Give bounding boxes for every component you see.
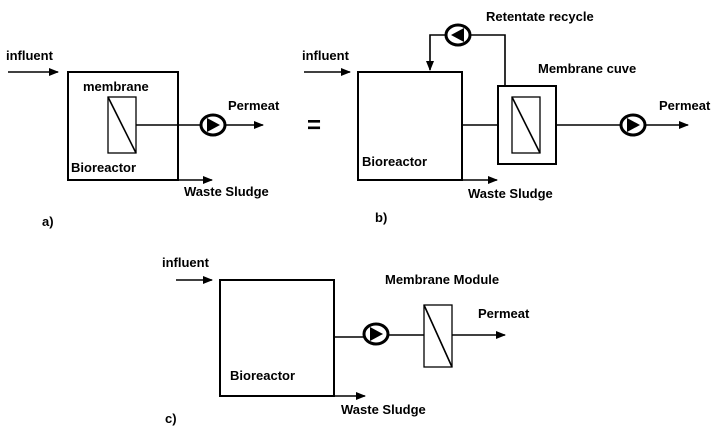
caption-b: b) [375,210,387,225]
panel-b: Retentate recycle influent Bioreactor Me… [302,9,711,225]
membrane-diagonal-b [511,96,541,154]
influent-label-b: influent [302,48,350,63]
waste-sludge-label-a: Waste Sludge [184,184,269,199]
caption-c: c) [165,411,177,426]
pump-icon [444,23,472,47]
bioreactor-tank-b [357,71,463,181]
influent-label-c: influent [162,255,210,270]
permeat-label-c: Permeat [478,306,530,321]
membrane-module-label: Membrane Module [385,272,499,287]
panel-c: influent Bioreactor Membrane Module Perm… [162,255,530,426]
panel-a: influent membrane Bioreactor Permeat Was… [6,48,280,229]
membrane-diagonal-c [423,304,453,368]
retentate-recycle-label: Retentate recycle [486,9,594,24]
pump-icon [362,322,390,346]
bioreactor-label-b: Bioreactor [362,154,427,169]
pump-icon [199,113,227,137]
recycle-pipe-right [469,34,506,86]
influent-label-a: influent [6,48,54,63]
recycle-pipe-left [426,34,447,71]
permeat-label-a: Permeat [228,98,280,113]
membrane-diagonal-a [107,96,137,154]
membrane-cuve-label: Membrane cuve [538,61,636,76]
caption-a: a) [42,214,54,229]
permeat-label-b: Permeat [659,98,711,113]
bioreactor-tank-c [219,279,335,397]
waste-sludge-label-b: Waste Sludge [468,186,553,201]
bioreactor-label-c: Bioreactor [230,368,295,383]
bioreactor-label-a: Bioreactor [71,160,136,175]
membrane-label-a: membrane [83,79,149,94]
waste-sludge-label-c: Waste Sludge [341,402,426,417]
equals-sign: = [307,112,321,139]
pump-icon [619,113,647,137]
